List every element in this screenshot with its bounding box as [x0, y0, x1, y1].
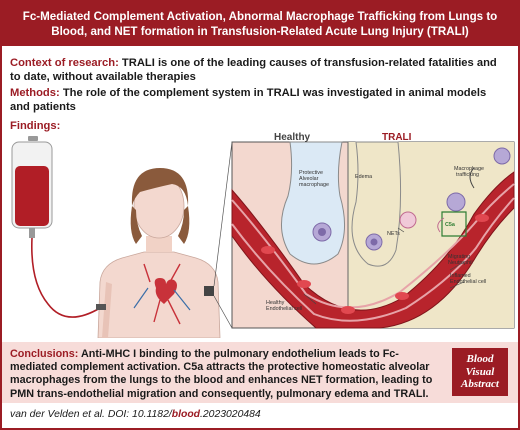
conclusions-text: Anti-MHC I binding to the pulmonary endo…: [10, 348, 433, 400]
healthy-endothelial-label-2: Endothelial cell: [266, 306, 302, 312]
blood-visual-abstract-badge: Blood Visual Abstract: [452, 348, 508, 396]
heart-icon: [133, 263, 191, 325]
context-text: TRALI is one of the leading causes of tr…: [10, 57, 497, 83]
abstract-title: Fc-Mediated Complement Activation, Abnor…: [2, 2, 518, 46]
patient-figure: [97, 168, 221, 338]
badge-line-2: Visual: [465, 365, 495, 378]
c5a-label: C5a: [445, 222, 456, 228]
protective-macrophage-label-3: macrophage: [299, 182, 329, 188]
healthy-endothelial-label-1: Healthy: [266, 300, 285, 306]
annotation-leaders: [303, 227, 465, 305]
citation-journal: blood: [171, 409, 201, 420]
findings-label: Findings:: [10, 120, 61, 132]
blood-bag-icon: [11, 136, 53, 238]
inflamed-endothelial-label-2: Endothelial cell: [450, 279, 486, 285]
conclusions-label: Conclusions:: [10, 348, 79, 360]
methods-section: Methods: The role of the complement syst…: [10, 86, 508, 114]
badge-line-1: Blood: [466, 353, 494, 366]
iv-clamp: [96, 304, 106, 310]
macrophage-trafficking-label-2: trafficking: [456, 172, 479, 178]
protective-macrophage-label-1: Protective: [299, 170, 323, 176]
inflamed-endothelial-label-1: Inflamed: [450, 273, 471, 279]
edema-label: Edema: [355, 174, 372, 180]
iv-line: [31, 237, 101, 318]
citation-suffix: .2023020484: [200, 409, 261, 420]
conclusions-panel: [2, 342, 518, 403]
badge-line-3: Abstract: [461, 378, 499, 391]
findings-illustration: Healthy TRALI Protective Alveolar macrop…: [11, 132, 515, 338]
context-section: Context of research: TRALI is one of the…: [10, 56, 508, 84]
methods-label: Methods:: [10, 87, 60, 99]
zoom-marker: [204, 286, 214, 296]
nets-label: NETs: [387, 231, 400, 237]
conclusions-section: Conclusions: Anti-MHC I binding to the p…: [10, 348, 440, 401]
zoom-lines: [213, 141, 233, 329]
citation-prefix: van der Velden et al. DOI: 10.1182/: [10, 409, 172, 420]
citation: van der Velden et al. DOI: 10.1182/blood…: [10, 409, 261, 420]
lung-panel: [231, 141, 515, 329]
migrating-neutrophil-label-2: Neutrophil: [448, 260, 473, 266]
methods-text: The role of the complement system in TRA…: [10, 87, 487, 113]
protective-macrophage-label-2: Alveolar: [299, 176, 319, 182]
trali-label: TRALI: [382, 132, 412, 143]
migrating-neutrophil-label-1: Migrating: [448, 254, 470, 260]
healthy-label: Healthy: [274, 132, 311, 143]
context-label: Context of research:: [10, 57, 119, 69]
illustration-annotations: Protective Alveolar macrophage Edema Mac…: [266, 166, 486, 312]
macrophage-trafficking-label-1: Macrophage: [454, 166, 484, 172]
findings-section: Findings:: [10, 119, 60, 133]
